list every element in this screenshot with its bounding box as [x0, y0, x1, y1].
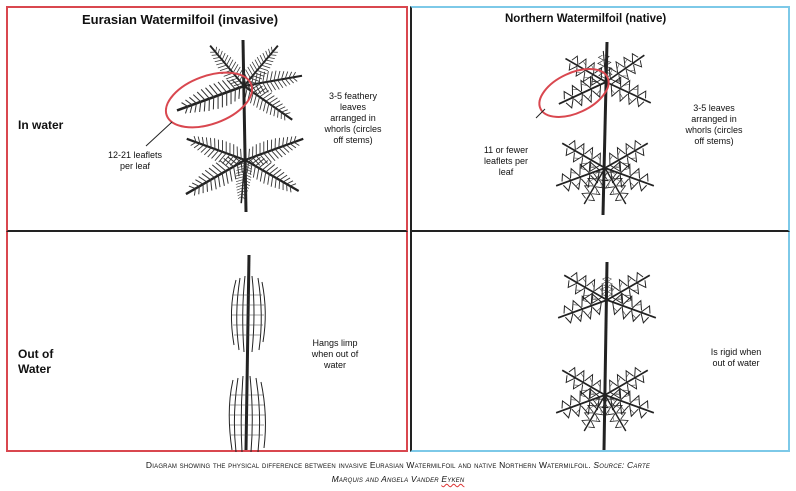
- figure-caption-line2: Marquis and Angela Vander Eyken: [0, 473, 796, 485]
- eurasian-plant-limp: [229, 255, 265, 452]
- eurasian-plant-in-water: [146, 40, 307, 212]
- leaflets-pointer: [146, 122, 172, 146]
- leaf-highlight-ellipse: [532, 59, 616, 127]
- northern-plant-rigid: [552, 262, 660, 450]
- northern-plant-in-water: [532, 42, 658, 215]
- figure-caption: Diagram showing the physical difference …: [0, 459, 796, 471]
